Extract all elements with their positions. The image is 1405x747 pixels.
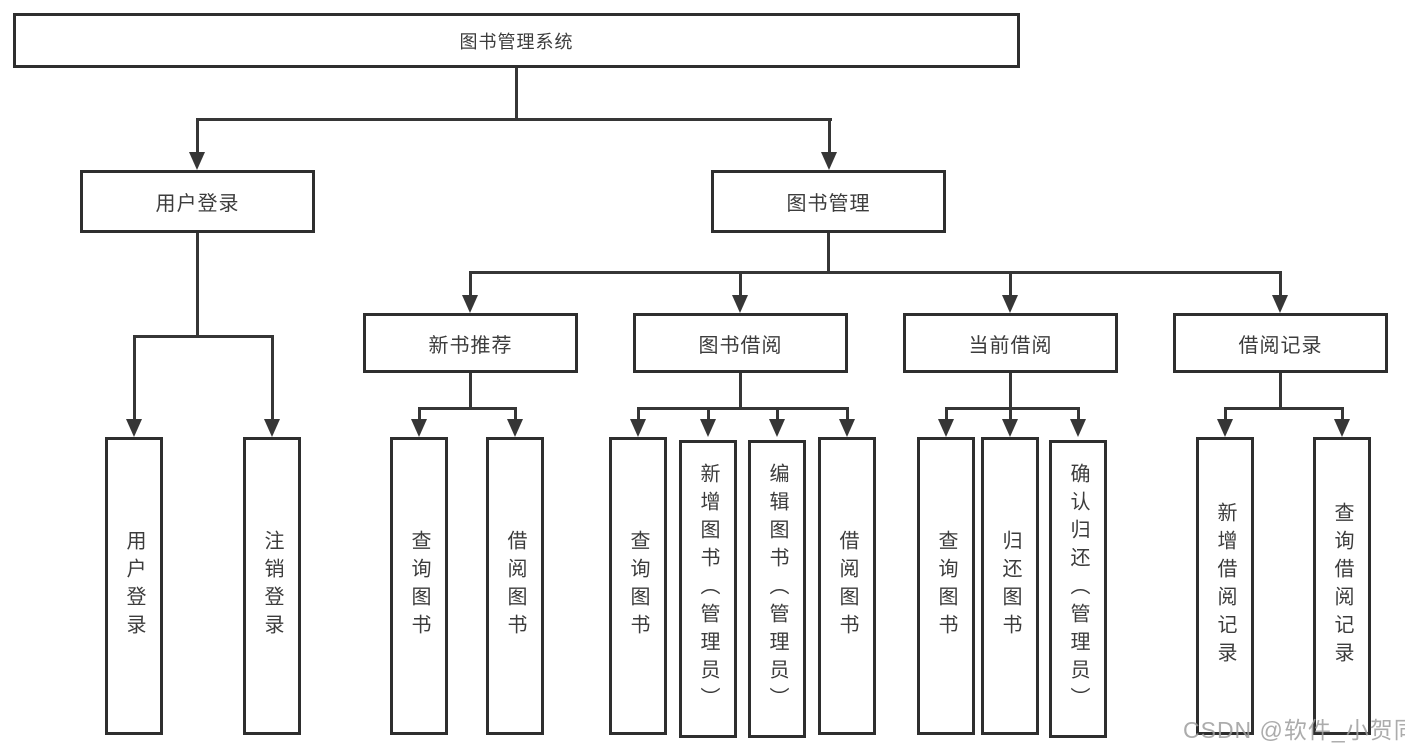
arrow-down-icon bbox=[732, 295, 748, 313]
arrow-down-icon bbox=[189, 152, 205, 170]
node-book-borrow: 图书借阅 bbox=[633, 313, 848, 373]
connector-line bbox=[196, 233, 199, 337]
connector-line bbox=[469, 373, 472, 410]
leaf-query-book-borrow: 查询图书 bbox=[609, 437, 667, 735]
arrow-down-icon bbox=[1217, 419, 1233, 437]
connector-line bbox=[469, 271, 1282, 274]
arrow-down-icon bbox=[1070, 419, 1086, 437]
leaf-query-book-recommend: 查询图书 bbox=[390, 437, 448, 735]
connector-line bbox=[827, 233, 830, 274]
connector-line bbox=[739, 271, 742, 297]
connector-line bbox=[637, 407, 849, 410]
connector-line bbox=[1279, 271, 1282, 297]
node-borrow-records: 借阅记录 bbox=[1173, 313, 1388, 373]
connector-line bbox=[828, 118, 831, 154]
connector-line bbox=[707, 407, 710, 421]
leaf-add-borrow-record: 新增借阅记录 bbox=[1196, 437, 1254, 735]
connector-line bbox=[945, 407, 948, 421]
leaf-confirm-return-admin: 确认归还（管理员） bbox=[1049, 440, 1107, 738]
arrow-down-icon bbox=[126, 419, 142, 437]
connector-line bbox=[271, 335, 274, 421]
connector-line bbox=[776, 407, 779, 421]
leaf-edit-book-admin: 编辑图书（管理员） bbox=[748, 440, 806, 738]
leaf-logout: 注销登录 bbox=[243, 437, 301, 735]
node-current-borrow: 当前借阅 bbox=[903, 313, 1118, 373]
leaf-add-book-admin: 新增图书（管理员） bbox=[679, 440, 737, 738]
arrow-down-icon bbox=[1002, 295, 1018, 313]
node-user-login: 用户登录 bbox=[80, 170, 315, 233]
connector-line bbox=[514, 407, 517, 421]
connector-line bbox=[196, 118, 832, 121]
connector-line bbox=[846, 407, 849, 421]
connector-line bbox=[945, 407, 1080, 410]
connector-line bbox=[1077, 407, 1080, 421]
connector-line bbox=[1009, 407, 1012, 421]
connector-line bbox=[1224, 407, 1344, 410]
connector-line bbox=[418, 407, 517, 410]
arrow-down-icon bbox=[507, 419, 523, 437]
arrow-down-icon bbox=[839, 419, 855, 437]
connector-line bbox=[1009, 271, 1012, 297]
leaf-borrow-book: 借阅图书 bbox=[818, 437, 876, 735]
arrow-down-icon bbox=[769, 419, 785, 437]
connector-line bbox=[515, 68, 518, 120]
connector-line bbox=[1279, 373, 1282, 410]
node-book-management: 图书管理 bbox=[711, 170, 946, 233]
arrow-down-icon bbox=[938, 419, 954, 437]
arrow-down-icon bbox=[1334, 419, 1350, 437]
arrow-down-icon bbox=[630, 419, 646, 437]
leaf-user-login: 用户登录 bbox=[105, 437, 163, 735]
connector-line bbox=[196, 118, 199, 154]
arrow-down-icon bbox=[411, 419, 427, 437]
leaf-query-borrow-record: 查询借阅记录 bbox=[1313, 437, 1371, 735]
arrow-down-icon bbox=[1002, 419, 1018, 437]
arrow-down-icon bbox=[264, 419, 280, 437]
connector-line bbox=[739, 373, 742, 410]
connector-line bbox=[1341, 407, 1344, 421]
arrow-down-icon bbox=[462, 295, 478, 313]
node-new-book-recommend: 新书推荐 bbox=[363, 313, 578, 373]
connector-line bbox=[418, 407, 421, 421]
connector-line bbox=[133, 335, 274, 338]
connector-line bbox=[1009, 373, 1012, 410]
arrow-down-icon bbox=[700, 419, 716, 437]
watermark: CSDN @软件_小贺同学 bbox=[1183, 717, 1405, 743]
leaf-borrow-book-recommend: 借阅图书 bbox=[486, 437, 544, 735]
connector-line bbox=[1224, 407, 1227, 421]
arrow-down-icon bbox=[1272, 295, 1288, 313]
arrow-down-icon bbox=[821, 152, 837, 170]
connector-line bbox=[637, 407, 640, 421]
connector-line bbox=[469, 271, 472, 297]
node-root-system: 图书管理系统 bbox=[13, 13, 1020, 68]
leaf-return-book: 归还图书 bbox=[981, 437, 1039, 735]
connector-line bbox=[133, 335, 136, 421]
leaf-query-book-current: 查询图书 bbox=[917, 437, 975, 735]
